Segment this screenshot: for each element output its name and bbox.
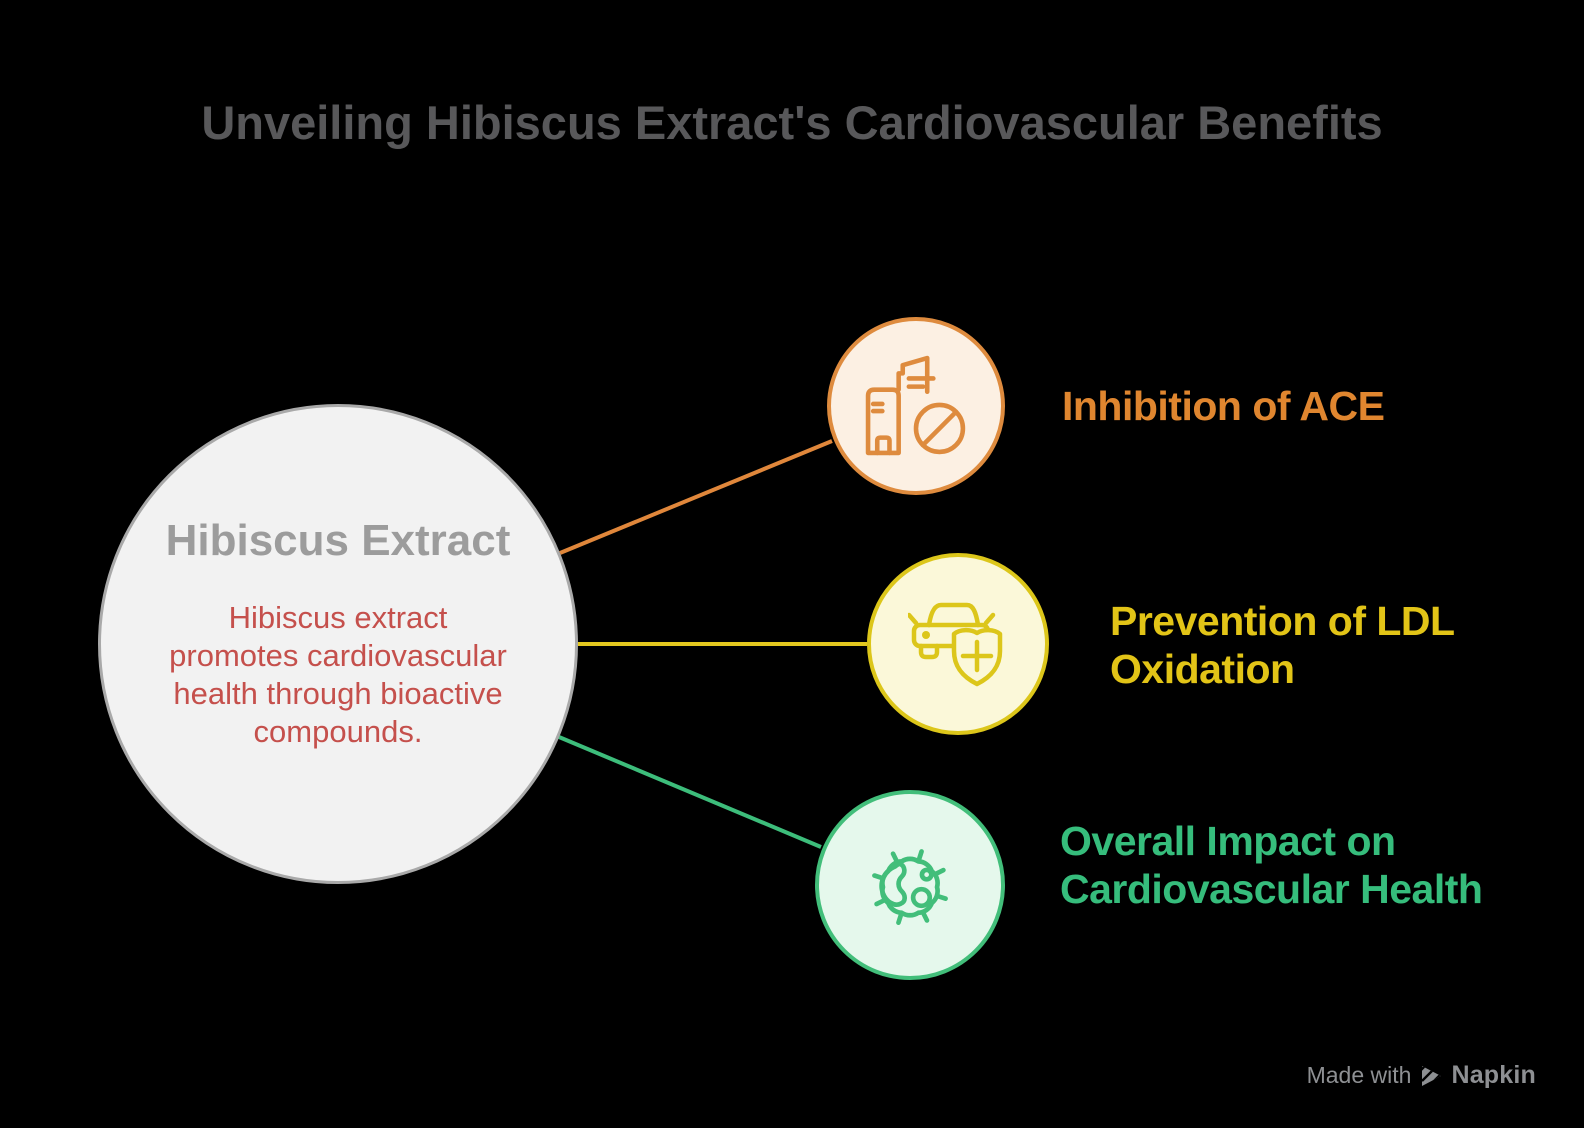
immune-cell-icon (872, 849, 948, 925)
made-with-text: Made with (1306, 1062, 1412, 1088)
connector-line-ace (559, 439, 833, 555)
node-ace-circle (827, 317, 1005, 495)
building-prohibited-icon (865, 355, 966, 456)
napkin-brand-text: Napkin (1451, 1061, 1536, 1089)
napkin-logo-icon (1422, 1065, 1442, 1086)
node-ldl-circle (867, 553, 1049, 735)
branch-label-ldl: Prevention of LDL Oxidation (1110, 598, 1454, 692)
car-shield-plus-icon (908, 602, 1003, 687)
center-node: Hibiscus Extract Hibiscus extract promot… (98, 404, 578, 884)
napkin-credit: Made with Napkin (1307, 1061, 1536, 1090)
connector-line-health (558, 735, 822, 849)
node-health-circle (815, 790, 1005, 980)
page-title: Unveiling Hibiscus Extract's Cardiovascu… (201, 96, 1383, 149)
branch-label-ace: Inhibition of ACE (1062, 383, 1385, 429)
center-node-title: Hibiscus Extract (165, 516, 511, 565)
center-node-description: Hibiscus extract promotes cardiovascular… (169, 600, 507, 749)
branch-label-health: Overall Impact on Cardiovascular Health (1060, 818, 1483, 912)
